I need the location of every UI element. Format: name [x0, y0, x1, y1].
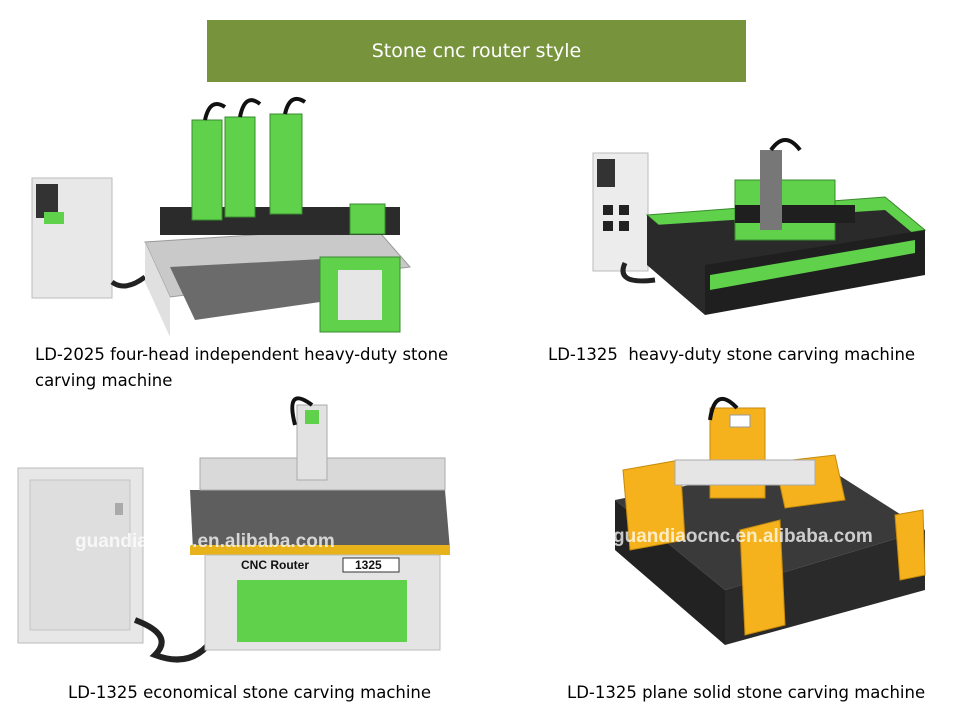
- caption-plane-solid: LD-1325 plane solid stone carving machin…: [567, 683, 926, 702]
- watermark: guandiaocnc.en.alibaba.com: [75, 531, 335, 552]
- machine-photo-economical: CNC Router 1325 guandiaocnc.en.alibaba.c…: [17, 396, 450, 663]
- plate-model: 1325: [355, 558, 382, 572]
- title-banner: Stone cnc router style: [207, 20, 746, 82]
- caption-four-head: LD-2025 four-head independent heavy-duty…: [35, 345, 449, 390]
- plate-label: CNC Router: [241, 558, 309, 572]
- page-title: Stone cnc router style: [371, 40, 582, 62]
- machine-photo-heavy-duty: [592, 138, 927, 315]
- machine-photo-plane-solid: guandiaocnc.en.alibaba.com: [613, 396, 926, 645]
- machine-photo-four-head: [31, 97, 411, 337]
- caption-economical: LD-1325 economical stone carving machine: [68, 683, 432, 702]
- caption-heavy-duty: LD-1325 heavy-duty stone carving machine: [548, 345, 916, 364]
- watermark: guandiaocnc.en.alibaba.com: [613, 526, 873, 547]
